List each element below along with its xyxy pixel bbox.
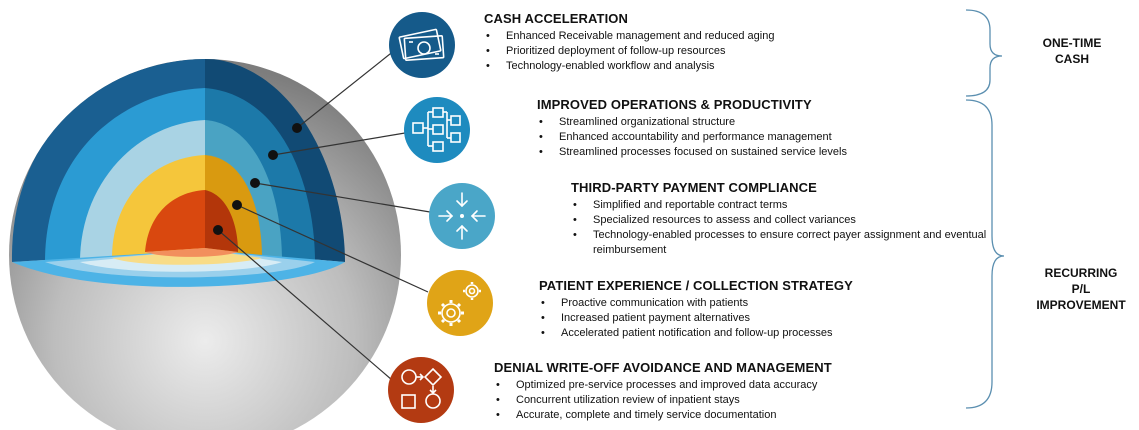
list-item: Proactive communication with patients bbox=[539, 296, 853, 311]
list-item: Enhanced Receivable management and reduc… bbox=[484, 29, 774, 44]
list-item: Technology-enabled processes to ensure c… bbox=[571, 228, 991, 258]
bullet-list: Streamlined organizational structure Enh… bbox=[537, 115, 847, 160]
list-item: Streamlined organizational structure bbox=[537, 115, 847, 130]
gears-icon bbox=[427, 270, 493, 336]
section-title: CASH ACCELERATION bbox=[484, 11, 628, 26]
bullet-list: Optimized pre-service processes and impr… bbox=[494, 378, 832, 423]
section-cash-acceleration: CASH ACCELERATION Enhanced Receivable ma… bbox=[484, 11, 774, 74]
list-item: Accurate, complete and timely service do… bbox=[494, 408, 832, 423]
list-item: Streamlined processes focused on sustain… bbox=[537, 145, 847, 160]
label-line: RECURRING bbox=[1044, 266, 1118, 280]
list-item: Increased patient payment alternatives bbox=[539, 311, 853, 326]
label-line: CASH bbox=[1054, 52, 1089, 66]
label-one-time-cash: ONE-TIME CASH bbox=[1024, 35, 1120, 67]
section-denial-write-off: DENIAL WRITE-OFF AVOIDANCE AND MANAGEMEN… bbox=[494, 360, 832, 423]
connector-dots bbox=[213, 123, 302, 235]
money-icon bbox=[389, 12, 455, 78]
list-item: Optimized pre-service processes and impr… bbox=[494, 378, 832, 393]
label-line: ONE-TIME bbox=[1042, 36, 1102, 50]
bracket-recurring bbox=[965, 99, 1005, 409]
section-title: THIRD-PARTY PAYMENT COMPLIANCE bbox=[571, 180, 817, 195]
flowchart-icon bbox=[388, 357, 454, 423]
section-improved-operations: IMPROVED OPERATIONS & PRODUCTIVITY Strea… bbox=[537, 97, 847, 160]
section-title: IMPROVED OPERATIONS & PRODUCTIVITY bbox=[537, 97, 812, 112]
bracket-one-time bbox=[965, 9, 1003, 97]
bullet-list: Proactive communication with patients In… bbox=[539, 296, 853, 341]
section-patient-experience: PATIENT EXPERIENCE / COLLECTION STRATEGY… bbox=[539, 278, 853, 341]
list-item: Concurrent utilization review of inpatie… bbox=[494, 393, 832, 408]
bullet-list: Simplified and reportable contract terms… bbox=[571, 198, 991, 258]
section-third-party-payment: THIRD-PARTY PAYMENT COMPLIANCE Simplifie… bbox=[571, 180, 991, 258]
converge-arrows-icon bbox=[429, 183, 495, 249]
label-line: IMPROVEMENT bbox=[1036, 298, 1126, 312]
list-item: Simplified and reportable contract terms bbox=[571, 198, 991, 213]
bullet-list: Enhanced Receivable management and reduc… bbox=[484, 29, 774, 74]
earth-layers-sphere bbox=[9, 59, 401, 430]
connector-lines bbox=[217, 49, 431, 381]
list-item: Specialized resources to assess and coll… bbox=[571, 213, 991, 228]
label-recurring-improvement: RECURRING P/L IMPROVEMENT bbox=[1026, 265, 1136, 313]
section-title: DENIAL WRITE-OFF AVOIDANCE AND MANAGEMEN… bbox=[494, 360, 832, 375]
list-item: Prioritized deployment of follow-up reso… bbox=[484, 44, 774, 59]
list-item: Technology-enabled workflow and analysis bbox=[484, 59, 774, 74]
label-line: P/L bbox=[1071, 282, 1091, 296]
org-chart-icon bbox=[404, 97, 470, 163]
list-item: Enhanced accountability and performance … bbox=[537, 130, 847, 145]
section-title: PATIENT EXPERIENCE / COLLECTION STRATEGY bbox=[539, 278, 853, 293]
list-item: Accelerated patient notification and fol… bbox=[539, 326, 853, 341]
